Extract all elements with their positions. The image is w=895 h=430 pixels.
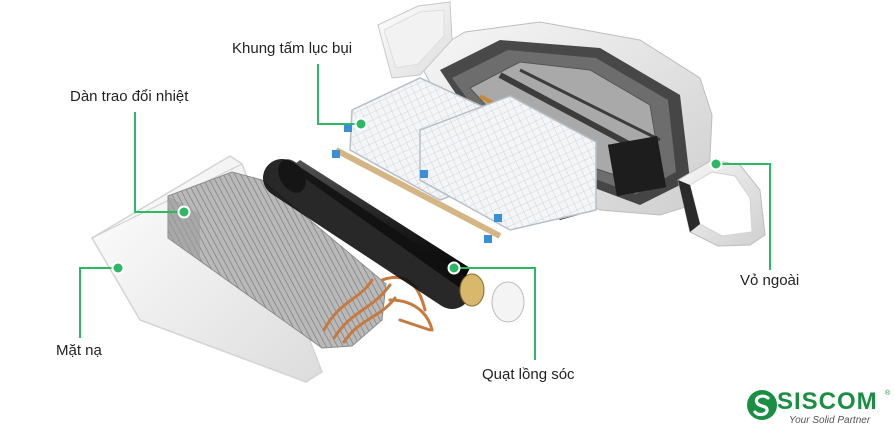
leader-fan: [456, 267, 536, 360]
dot-outer-casing: [709, 157, 723, 171]
outer-casing-part: [677, 159, 766, 247]
cross-flow-fan: [263, 159, 525, 323]
brand-name: SISCOM: [777, 388, 878, 416]
label-heat-exchanger: Dàn trao đổi nhiệt: [70, 88, 189, 105]
brand-tagline: Your Solid Partner: [789, 415, 871, 426]
label-cross-flow-fan: Quạt lồng sóc: [482, 366, 575, 383]
top-flap: [377, 1, 453, 79]
dust-filter-frames: [332, 77, 597, 243]
registered-mark: ®: [885, 390, 891, 397]
dot-front-mask: [111, 261, 125, 275]
leader-heat-exchanger: [134, 112, 182, 213]
dot-dust-filter: [354, 117, 368, 131]
label-dust-filter-frame: Khung tấm lục bụi: [232, 40, 353, 57]
label-front-mask: Mặt nạ: [56, 342, 102, 359]
siscom-logo: SISCOM ® Your Solid Partner: [745, 388, 895, 430]
siscom-emblem-icon: [747, 390, 777, 420]
leader-outer-casing: [718, 163, 771, 270]
leader-lines: [79, 64, 771, 360]
dot-heat-exchanger: [177, 205, 191, 219]
dot-fan: [447, 261, 461, 275]
leader-dots: [111, 117, 723, 275]
leader-front-mask: [79, 267, 116, 338]
leader-dust-filter: [317, 64, 358, 125]
label-outer-casing: Vỏ ngoài: [740, 272, 800, 289]
brand-name-text: SISCOM: [777, 388, 878, 415]
heat-exchanger-coil: [167, 171, 434, 349]
main-chassis: [417, 21, 713, 216]
